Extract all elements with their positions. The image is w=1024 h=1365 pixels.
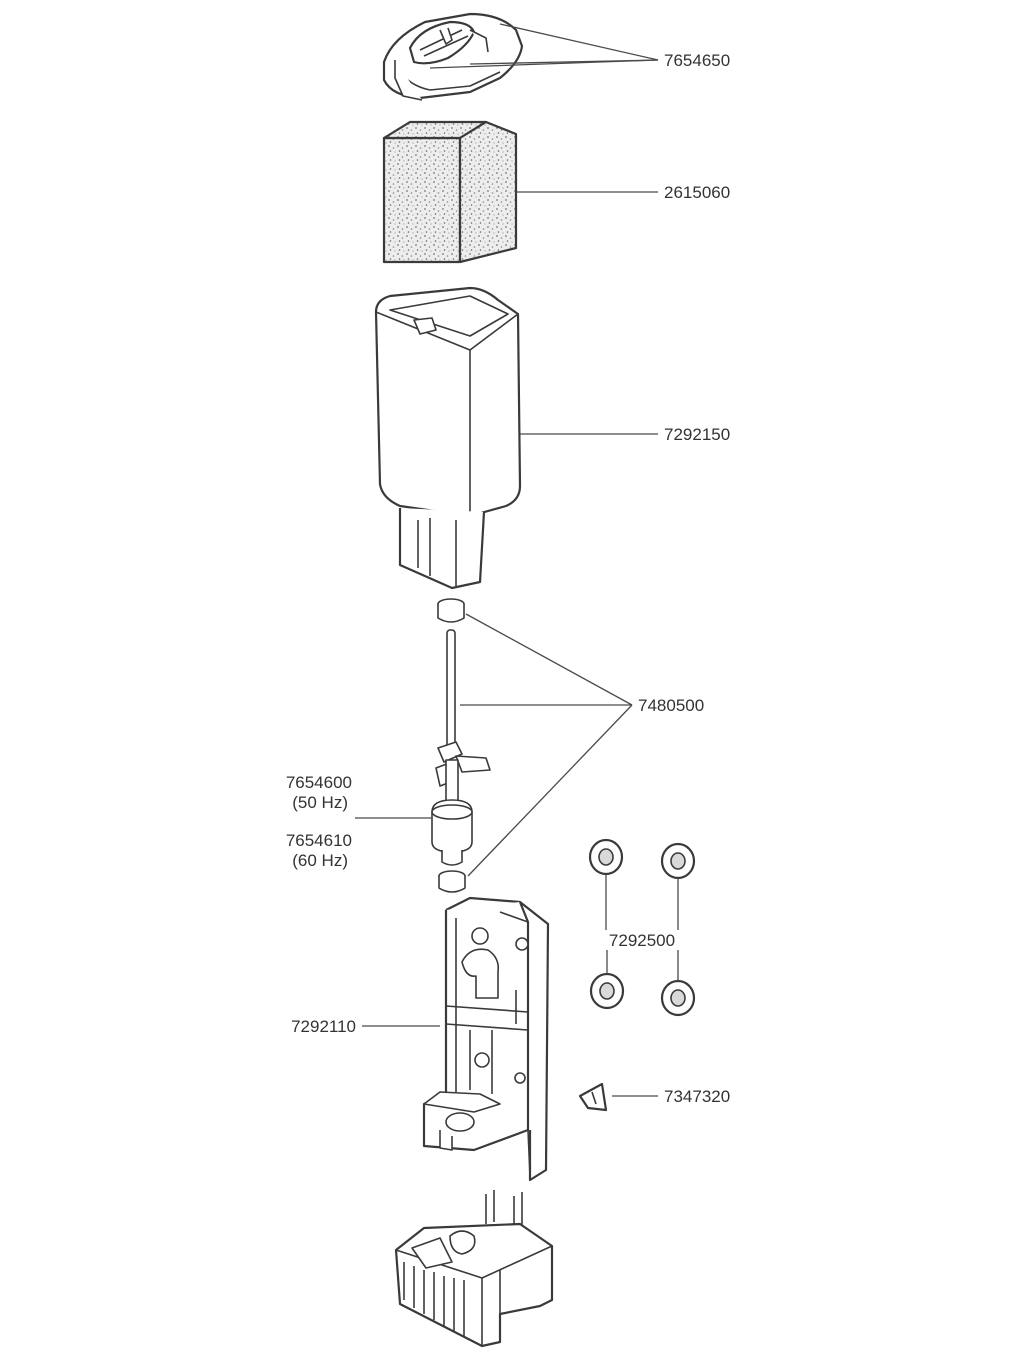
- label-sponge: 2615060: [664, 183, 730, 202]
- impeller-shaft: [446, 629, 456, 749]
- motor-block-part: [394, 1190, 554, 1348]
- impeller-part: [431, 741, 491, 866]
- filter-sponge-part: [382, 120, 518, 264]
- label-suction-cups: 7292500: [609, 931, 675, 950]
- label-cover: 7654650: [664, 51, 730, 70]
- label-impeller-60: 7654610: [286, 831, 352, 850]
- filter-cover-part: [382, 12, 524, 101]
- label-impeller-60-note: (60 Hz): [292, 851, 348, 870]
- label-clip: 7347320: [664, 1087, 730, 1106]
- shaft-bottom-bushing: [438, 870, 466, 893]
- part-number-labels: 7654650 2615060 7292150 7480500 7654600 …: [286, 51, 730, 1106]
- leader-lines: [355, 23, 679, 1097]
- shaft-top-bushing: [437, 598, 465, 623]
- label-housing: 7292150: [664, 425, 730, 444]
- filter-housing-part: [374, 286, 522, 590]
- suction-cup-top-right: [660, 842, 696, 880]
- label-impeller-50-note: (50 Hz): [292, 793, 348, 812]
- pump-holder-part: [422, 896, 550, 1182]
- suction-cup-bottom-left: [589, 972, 625, 1010]
- suction-cup-bottom-right: [660, 979, 696, 1017]
- label-pump-holder: 7292110: [291, 1017, 356, 1036]
- label-shaft-set: 7480500: [638, 696, 704, 715]
- label-impeller-50: 7654600: [286, 773, 352, 792]
- suction-cup-top-left: [588, 838, 624, 876]
- mounting-clip-part: [578, 1082, 608, 1112]
